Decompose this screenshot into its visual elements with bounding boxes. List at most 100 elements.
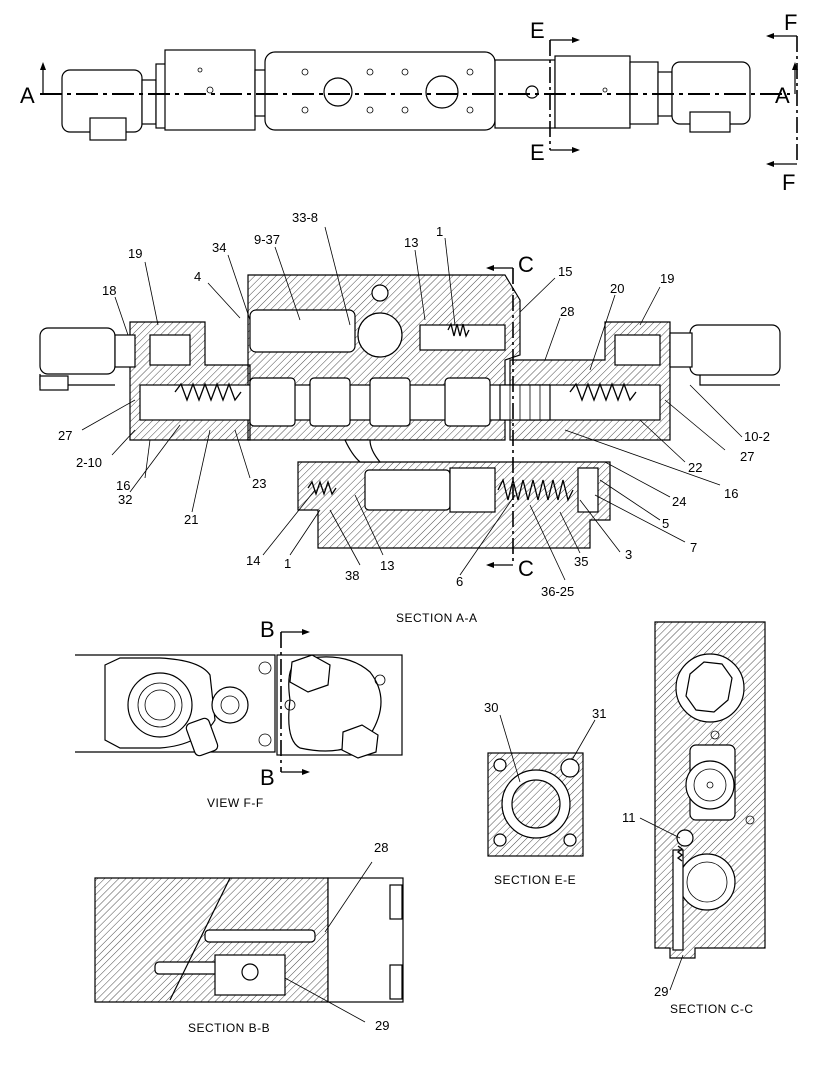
view-ff-bolt-1 — [289, 654, 331, 693]
section-b-label-top: B — [260, 617, 275, 642]
section-cc-passage — [672, 849, 684, 951]
section-bb-upper-passage — [204, 929, 316, 943]
upper-check-spring — [447, 322, 470, 338]
upper-right-bore — [419, 324, 506, 351]
section-a-label-right: A — [775, 83, 790, 108]
callout-18: 18 — [102, 283, 116, 298]
callout-10-2: 10-2 — [744, 429, 770, 444]
right-spring — [569, 382, 637, 402]
callout-9-37: 9-37 — [254, 232, 280, 247]
section-e-label-top: E — [530, 18, 545, 43]
section-cc-lower-port — [678, 853, 736, 911]
view-ff-connector — [185, 717, 219, 757]
spool-land-1 — [249, 377, 296, 427]
callout-16-left: 16 — [116, 478, 130, 493]
left-solenoid-stem — [114, 334, 136, 368]
callout-1-bottom: 1 — [284, 556, 291, 571]
callout-16-right: 16 — [724, 486, 738, 501]
callout-38: 38 — [345, 568, 359, 583]
view-f-f: B B VIEW F-F — [75, 617, 403, 810]
section-a-a: C C — [39, 210, 781, 625]
callout-34: 34 — [212, 240, 226, 255]
section-e-label-bottom: E — [530, 140, 545, 165]
right-armature — [614, 334, 661, 366]
callout-27-left: 27 — [58, 428, 72, 443]
spool-land-4 — [444, 377, 491, 427]
section-b-b: 28 29 SECTION B-B — [94, 840, 404, 1035]
callout-27-right: 27 — [740, 449, 754, 464]
callout-21: 21 — [184, 512, 198, 527]
section-b-label-bottom: B — [260, 765, 275, 790]
left-connector — [39, 375, 69, 391]
section-a-label-left: A — [20, 83, 35, 108]
spool-land-3 — [369, 377, 411, 427]
callout-7: 7 — [690, 540, 697, 555]
right-solenoid-stem — [669, 332, 693, 368]
callout-20: 20 — [610, 281, 624, 296]
section-c-c-caption: SECTION C-C — [670, 1002, 754, 1016]
view-ff-bolt-2 — [341, 724, 379, 759]
callout-13-bottom: 13 — [380, 558, 394, 573]
spool-end-right — [499, 384, 551, 421]
section-e-e: 30 31 SECTION E-E — [484, 700, 606, 887]
section-c-label-top: C — [518, 252, 534, 277]
callout-13-top: 13 — [404, 235, 418, 250]
view-ff-port-secondary — [211, 686, 249, 724]
callout-31: 31 — [592, 706, 606, 721]
callout-4: 4 — [194, 269, 201, 284]
lower-plug — [577, 467, 599, 513]
lower-spool-land — [449, 467, 496, 513]
leader-lines — [81, 226, 743, 581]
section-c-label-bottom: C — [518, 556, 534, 581]
callout-29-cc: 29 — [654, 984, 668, 999]
check-spring — [307, 479, 337, 497]
section-ee-hole — [560, 758, 580, 778]
upper-port — [357, 312, 403, 358]
left-solenoid-nut — [141, 79, 157, 125]
section-c-c: 11 29 SECTION C-C — [622, 621, 766, 1016]
section-f-label-bottom: F — [782, 170, 795, 195]
callout-23: 23 — [252, 476, 266, 491]
callout-19-left: 19 — [128, 246, 142, 261]
section-b-b-caption: SECTION B-B — [188, 1021, 270, 1035]
callout-6: 6 — [456, 574, 463, 589]
left-body — [164, 49, 256, 131]
view-f-f-caption: VIEW F-F — [207, 796, 264, 810]
callout-15: 15 — [558, 264, 572, 279]
section-f-label-top: F — [784, 10, 797, 35]
right-solenoid-connector — [689, 111, 731, 133]
callout-32: 32 — [118, 492, 132, 507]
callout-28-bb: 28 — [374, 840, 388, 855]
callout-2-10: 2-10 — [76, 455, 102, 470]
callout-33-8: 33-8 — [292, 210, 318, 225]
top-view: A A E E F F — [20, 10, 798, 195]
callout-29-bb: 29 — [375, 1018, 389, 1033]
callout-19-right: 19 — [660, 271, 674, 286]
callout-3: 3 — [625, 547, 632, 562]
left-armature — [149, 334, 191, 366]
callout-28: 28 — [560, 304, 574, 319]
left-solenoid-coil — [39, 327, 116, 375]
section-cc-plug-hex — [685, 661, 733, 713]
right-valve-body — [554, 55, 631, 129]
callout-1-top: 1 — [436, 224, 443, 239]
right-solenoid-coil — [689, 324, 781, 376]
spool-land-2 — [309, 377, 351, 427]
lower-spring — [497, 478, 574, 502]
callout-30: 30 — [484, 700, 498, 715]
section-ee-spool — [511, 779, 561, 829]
upper-spool-bore — [249, 309, 356, 353]
section-cc-spool — [685, 760, 735, 810]
center-port-right — [425, 75, 459, 109]
view-ff-port-main — [127, 672, 193, 738]
callout-24: 24 — [672, 494, 686, 509]
callout-5: 5 — [662, 516, 669, 531]
section-a-a-caption: SECTION A-A — [396, 611, 478, 625]
callout-11: 11 — [622, 810, 636, 825]
lower-spool — [364, 469, 451, 511]
callout-36-25: 36-25 — [541, 584, 574, 599]
callout-35: 35 — [574, 554, 588, 569]
callout-22: 22 — [688, 460, 702, 475]
left-solenoid-connector — [89, 117, 127, 141]
